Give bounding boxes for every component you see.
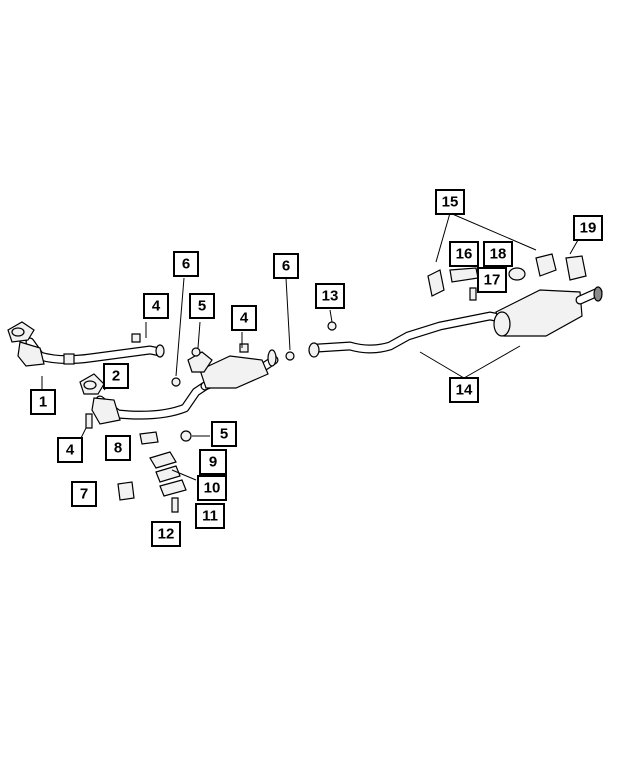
- callout-18: 18: [483, 241, 513, 267]
- callout-12: 12: [151, 521, 181, 547]
- callout-4-center: 4: [231, 305, 257, 331]
- svg-text:4: 4: [240, 310, 249, 327]
- callout-10: 10: [197, 475, 227, 501]
- gasket-6b: [285, 351, 295, 361]
- isolator-18: [508, 267, 526, 281]
- catalytic-converter: [187, 349, 279, 391]
- callout-15: 15: [435, 189, 465, 215]
- callout-19: 19: [573, 215, 603, 241]
- svg-text:18: 18: [490, 246, 507, 263]
- callout-7: 7: [71, 481, 97, 507]
- svg-text:1: 1: [39, 394, 47, 411]
- callout-9: 9: [199, 449, 227, 475]
- callout-17: 17: [477, 267, 507, 293]
- manifold-pipe-2: [79, 373, 210, 425]
- callout-13: 13: [315, 283, 345, 309]
- svg-text:7: 7: [80, 486, 88, 503]
- gasket-13: [327, 321, 337, 331]
- svg-text:17: 17: [484, 272, 501, 289]
- bracket-16: [449, 267, 479, 283]
- svg-text:2: 2: [112, 368, 120, 385]
- bolt-12: [171, 497, 179, 513]
- svg-text:4: 4: [152, 298, 161, 315]
- bracket-11: [159, 479, 187, 497]
- callout-5-lower: 5: [211, 421, 237, 447]
- svg-text:19: 19: [580, 220, 597, 237]
- callout-6-right: 6: [273, 253, 299, 279]
- manifold-pipe-1: [7, 321, 165, 367]
- isolator-15b: [535, 253, 557, 277]
- callout-4-upper-left: 4: [143, 293, 169, 319]
- callout-16: 16: [449, 241, 479, 267]
- callout-2: 2: [103, 363, 129, 389]
- callout-5-upper: 5: [189, 293, 215, 319]
- callout-4-lower-left: 4: [57, 437, 83, 463]
- callout-11: 11: [195, 503, 225, 529]
- parts-artwork: [7, 253, 603, 513]
- svg-text:10: 10: [204, 480, 221, 497]
- leader-lines: [41, 212, 579, 481]
- callout-14: 14: [449, 377, 479, 403]
- gasket-5a: [191, 347, 201, 357]
- bolt-8: [139, 431, 159, 445]
- bolt-4b: [85, 413, 93, 429]
- gasket-5b: [180, 430, 192, 442]
- svg-text:5: 5: [220, 426, 228, 443]
- nut-4a: [131, 333, 141, 343]
- callout-8: 8: [105, 435, 131, 461]
- svg-text:11: 11: [202, 508, 218, 525]
- hanger-15: [427, 269, 445, 297]
- svg-text:6: 6: [182, 256, 190, 273]
- isolator-19: [565, 255, 587, 281]
- clip-7: [117, 481, 135, 501]
- svg-text:5: 5: [198, 298, 206, 315]
- gasket-6a: [171, 377, 181, 387]
- svg-text:4: 4: [66, 442, 75, 459]
- callout-6-left: 6: [173, 251, 199, 277]
- nut-4c: [239, 343, 249, 353]
- svg-text:6: 6: [282, 258, 290, 275]
- svg-text:15: 15: [442, 194, 459, 211]
- muffler-14: [493, 286, 603, 337]
- svg-text:8: 8: [114, 440, 122, 457]
- clamp-9: [149, 451, 177, 469]
- svg-text:9: 9: [209, 454, 217, 471]
- callout-1: 1: [30, 389, 56, 415]
- svg-text:14: 14: [456, 382, 473, 399]
- svg-text:13: 13: [322, 288, 339, 305]
- intermediate-pipe: [308, 311, 505, 358]
- svg-text:16: 16: [456, 246, 473, 263]
- svg-text:12: 12: [158, 526, 175, 543]
- clamp-10: [155, 465, 181, 483]
- bolt-17: [469, 287, 477, 301]
